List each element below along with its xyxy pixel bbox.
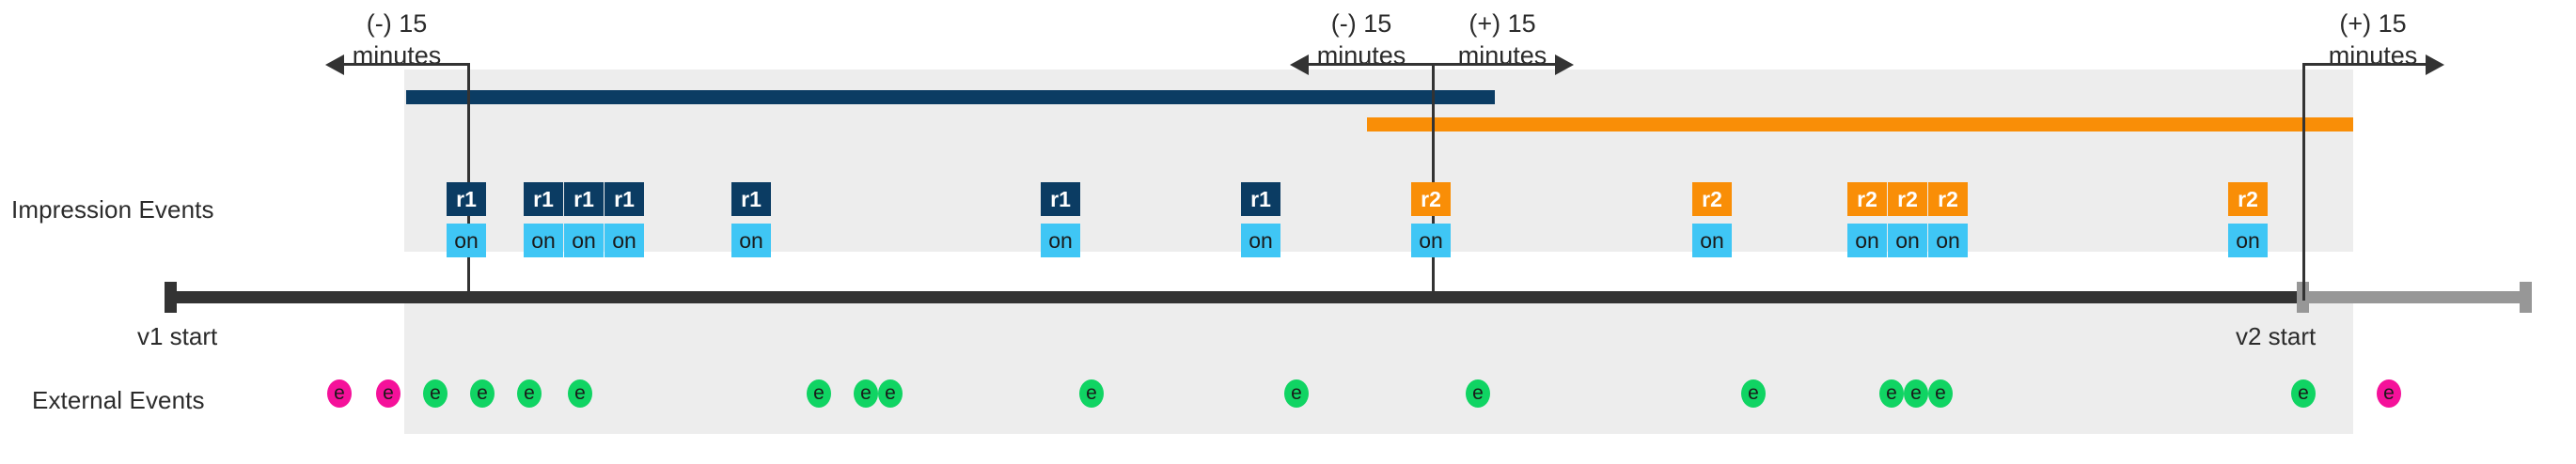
callout-line-2: minutes (1316, 41, 1406, 70)
callout-arrow-shaft (1307, 63, 1432, 66)
impression-chip-r2: r2 (1928, 182, 1968, 216)
callout-arrow-head-left (325, 54, 344, 75)
external-event-dot: e (1904, 379, 1928, 408)
callout-line-1: (+) 15 (1469, 9, 1536, 38)
callout-line-2: minutes (1457, 41, 1547, 70)
callout-arrow-shaft (2302, 63, 2427, 66)
callout-arrow-shaft (342, 63, 467, 66)
v1-duration-bar (406, 90, 1495, 104)
guide-line-v1-start (467, 63, 470, 301)
impression-chip-r1: r1 (731, 182, 771, 216)
v1-start-label: v1 start (137, 322, 218, 350)
external-event-dot: e (1741, 379, 1766, 408)
callout-line-1: (-) 15 (1330, 9, 1392, 38)
impression-chip-on: on (1888, 224, 1927, 257)
callout-arrow-head-right (2426, 54, 2444, 75)
impression-events-row-label: Impression Events (11, 195, 214, 224)
impression-chip-on: on (1411, 224, 1451, 257)
guide-line-v2-start (2302, 63, 2305, 301)
callout-c1: (-) 15 minutes (326, 8, 467, 71)
impression-chip-on: on (731, 224, 771, 257)
axis-future-segment (2297, 291, 2532, 303)
external-event-dot: e (1284, 379, 1309, 408)
external-event-dot: e (2291, 379, 2316, 408)
external-event-dot: e (854, 379, 878, 408)
impression-chip-r1: r1 (524, 182, 563, 216)
callout-arrow-shaft (1432, 63, 1557, 66)
v2-duration-bar (1367, 117, 2353, 131)
external-event-dot: e (568, 379, 592, 408)
impression-chip-on: on (1847, 224, 1887, 257)
callout-c4: (+) 15 minutes (2302, 8, 2443, 71)
impression-chip-r1: r1 (1241, 182, 1280, 216)
external-event-dot: e (1466, 379, 1490, 408)
callout-line-2: minutes (352, 41, 442, 70)
external-event-dot: e (1079, 379, 1104, 408)
axis-end-cap (2520, 282, 2532, 313)
impression-chip-on: on (1692, 224, 1732, 257)
external-event-dot: e (1928, 379, 1953, 408)
impression-chip-r2: r2 (2228, 182, 2268, 216)
impression-chip-r2: r2 (1847, 182, 1887, 216)
impression-chip-on: on (524, 224, 563, 257)
external-event-dot: e (470, 379, 495, 408)
impression-chip-on: on (2228, 224, 2268, 257)
external-event-dot: e (376, 379, 401, 408)
impression-chip-on: on (447, 224, 486, 257)
highlight-band-lower (404, 291, 2353, 434)
impression-chip-on: on (564, 224, 604, 257)
callout-line-1: (+) 15 (2339, 9, 2407, 38)
external-event-dot: e (1879, 379, 1904, 408)
external-event-dot: e (517, 379, 542, 408)
impression-chip-r1: r1 (447, 182, 486, 216)
callout-line-1: (-) 15 (366, 9, 428, 38)
impression-chip-r2: r2 (1888, 182, 1927, 216)
axis-active-segment (165, 291, 2306, 303)
callout-c2: (-) 15 minutes (1291, 8, 1432, 71)
external-event-dot: e (2377, 379, 2401, 408)
v2-start-label: v2 start (2236, 322, 2317, 350)
callout-arrow-head-right (1555, 54, 1574, 75)
impression-chip-on: on (1041, 224, 1080, 257)
impression-chip-r2: r2 (1692, 182, 1732, 216)
impression-chip-r1: r1 (605, 182, 644, 216)
callout-line-2: minutes (2328, 41, 2418, 70)
impression-chip-r2: r2 (1411, 182, 1451, 216)
impression-chip-on: on (1241, 224, 1280, 257)
impression-chip-on: on (605, 224, 644, 257)
guide-line-mid (1432, 63, 1435, 301)
callout-c3: (+) 15 minutes (1432, 8, 1573, 71)
impression-chip-r1: r1 (564, 182, 604, 216)
external-event-dot: e (423, 379, 448, 408)
external-event-dot: e (878, 379, 903, 408)
impression-chip-on: on (1928, 224, 1968, 257)
external-event-dot: e (327, 379, 352, 408)
external-events-row-label: External Events (32, 386, 205, 414)
impression-chip-r1: r1 (1041, 182, 1080, 216)
external-event-dot: e (807, 379, 831, 408)
callout-arrow-head-left (1290, 54, 1309, 75)
